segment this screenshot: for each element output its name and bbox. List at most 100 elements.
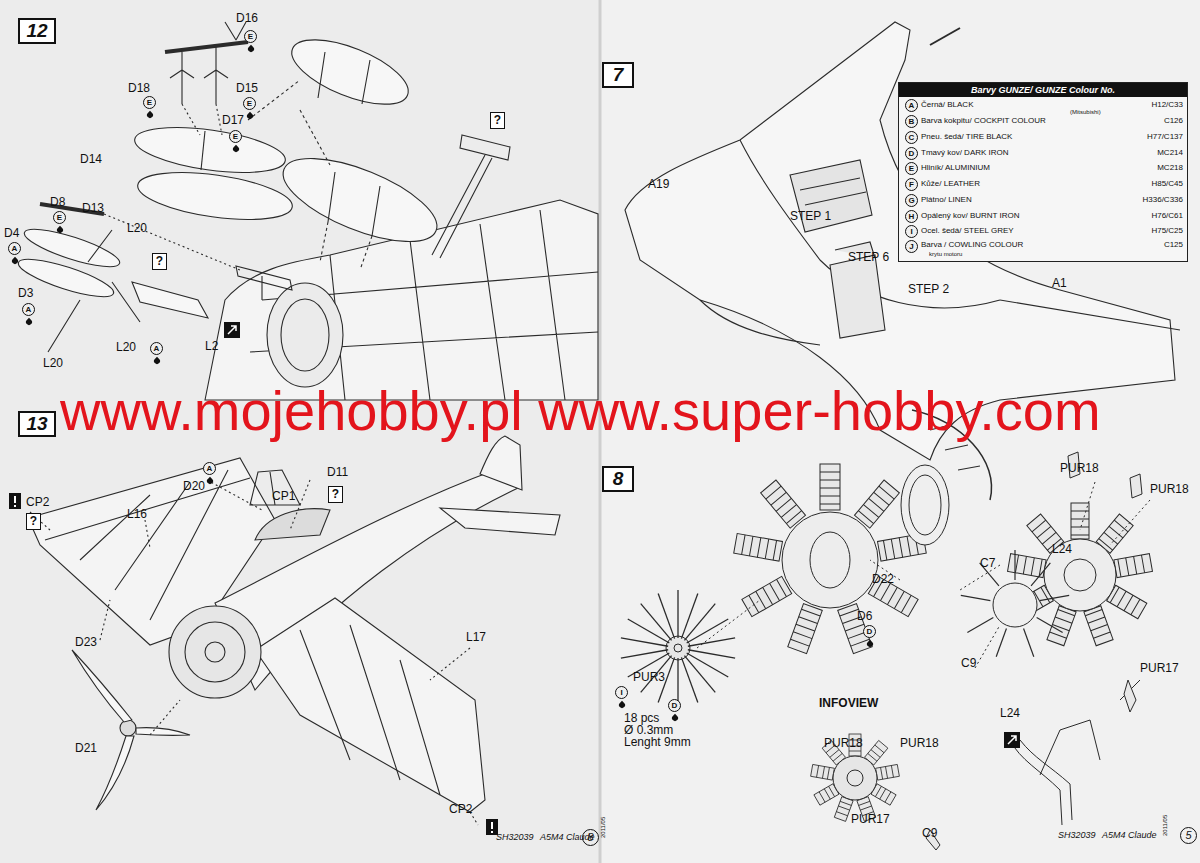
drawing-path	[480, 436, 522, 490]
colour-name: Barva / COWLING COLOUR	[921, 241, 1023, 249]
callout-number: A1	[1052, 277, 1067, 289]
drawing-use	[1114, 554, 1153, 578]
callout-number: L2	[205, 340, 218, 352]
callout-number: D3	[18, 287, 33, 299]
gunze-code: H12/C33	[1151, 101, 1183, 109]
callout-number: STEP 6	[848, 251, 889, 263]
callout-number: D22	[872, 573, 894, 585]
page-number: 5	[1180, 827, 1197, 844]
drawing-rect	[1004, 732, 1020, 748]
drawing-use	[688, 638, 735, 646]
callout-number: D21	[75, 742, 97, 754]
drawing-rect	[9, 493, 21, 509]
paint-code: E	[53, 211, 66, 224]
drawing-path	[930, 28, 960, 45]
drawing-path	[491, 822, 493, 833]
drawing-ellipse	[810, 532, 850, 588]
drawing-use	[996, 628, 1006, 656]
drawing-circle	[185, 622, 245, 682]
gunze-code: H77/C137	[1147, 133, 1183, 141]
drawing-path	[1008, 736, 1016, 744]
drawing-rect	[224, 322, 240, 338]
drawing-path	[328, 172, 380, 236]
step-number-box: 7	[602, 62, 634, 88]
drawing-circle	[666, 636, 690, 660]
callout-number: L20	[116, 341, 136, 353]
print-date: 2011/05	[600, 817, 606, 838]
drawing-use	[761, 480, 806, 528]
page-number: 8	[582, 829, 599, 846]
drawing-ellipse	[135, 164, 295, 227]
callout-number: C7	[980, 557, 995, 569]
colour-name: Plátno/ LINEN	[921, 196, 972, 204]
drawing-use	[681, 657, 697, 702]
table-header: Barvy GUNZE/ GUNZE Colour No.	[899, 83, 1187, 97]
drawing-circle	[1064, 559, 1096, 591]
drawing-circle	[782, 512, 878, 608]
callout-number: D6	[857, 610, 872, 622]
step-number: 7	[613, 64, 624, 85]
step-number-box: 8	[602, 466, 634, 492]
drawing-path	[697, 482, 1150, 668]
drawing-path	[790, 160, 872, 232]
drawing-circle	[120, 720, 136, 736]
drawing-use	[1024, 628, 1034, 656]
callout-number: C9	[961, 657, 976, 669]
callout-number: C9	[922, 827, 937, 839]
drawing-use	[621, 650, 668, 658]
drawing-use	[678, 590, 679, 638]
paint-code: D	[668, 699, 681, 712]
paint-code: J	[905, 240, 918, 253]
drawing-ellipse	[901, 465, 949, 545]
callout-number: L24	[1052, 543, 1072, 555]
gunze-code: C126	[1164, 117, 1183, 125]
drawing-path	[132, 282, 208, 318]
drawing-path	[926, 680, 1136, 850]
step-number-box: 13	[18, 411, 56, 437]
drawing-use	[834, 797, 853, 822]
drawing-ellipse	[267, 283, 343, 387]
colour-name: Černá/ BLACK	[921, 101, 973, 109]
callout-number: D17	[222, 114, 244, 126]
callout-number: A19	[648, 178, 669, 190]
paint-code: B	[905, 115, 918, 128]
paint-code: H	[905, 210, 918, 223]
drawing-path	[201, 131, 205, 170]
paint-code: E	[229, 130, 242, 143]
drawing-use	[742, 576, 792, 616]
drawing-circle	[169, 606, 261, 698]
drawing-ellipse	[273, 141, 448, 258]
drawing-use	[1084, 606, 1113, 646]
drawing-path	[432, 135, 510, 258]
print-date: 2011/05	[1162, 815, 1168, 836]
callout-number: D8	[50, 196, 65, 208]
callout-number: PUR18	[1060, 462, 1099, 474]
drawing-use	[1031, 563, 1050, 586]
colour-name: Kůže/ LEATHER	[921, 180, 980, 188]
callout-number: CP1	[272, 490, 295, 502]
paint-code: A	[8, 242, 21, 255]
callout-number: STEP 2	[908, 283, 949, 295]
step-number: 13	[26, 413, 47, 434]
drawing-use	[1037, 618, 1063, 633]
colour-name: Barva kokpitu/ COCKPIT COLOUR	[921, 117, 1046, 125]
drawing-use	[967, 618, 993, 633]
drawing-ellipse	[909, 475, 941, 535]
drawing-path	[48, 230, 140, 352]
callout-number: PUR17	[1140, 662, 1179, 674]
drawing-circle	[674, 644, 682, 652]
note: (Mitsubishi)	[1070, 109, 1101, 115]
callout-number: CP2	[26, 496, 49, 508]
callout-number: Lenght 9mm	[624, 736, 691, 748]
drawing-path	[250, 470, 300, 505]
paint-code: D	[863, 625, 876, 638]
kit-number: SH32039	[1058, 831, 1096, 840]
optional-part-mark: ?	[152, 253, 167, 270]
drawing-use	[1071, 503, 1089, 539]
drawing-circle	[205, 642, 225, 662]
callout-number: D13	[82, 202, 104, 214]
drawing-g	[28, 436, 560, 825]
drawing-circle	[847, 770, 863, 786]
drawing-path	[165, 42, 248, 52]
drawing-use	[678, 658, 679, 706]
